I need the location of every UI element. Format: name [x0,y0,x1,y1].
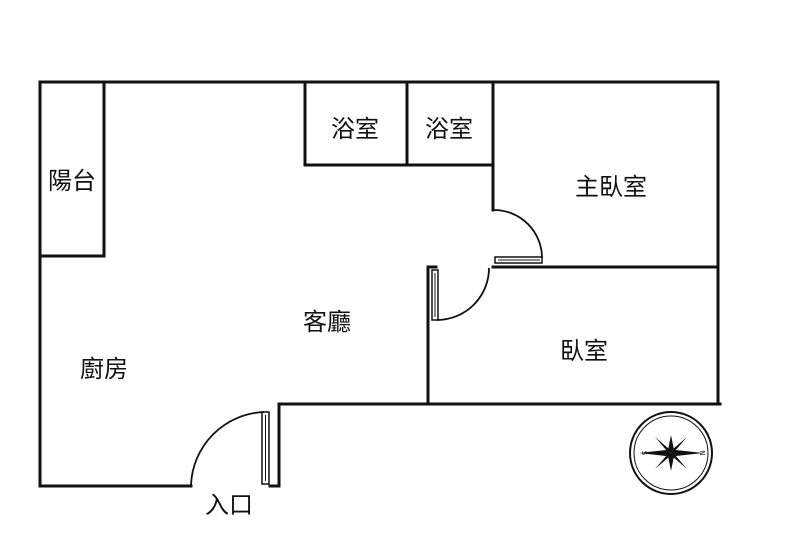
compass-north-label: N [698,450,706,455]
room-label-bedroom: 臥室 [560,337,608,365]
room-label-balcony: 陽台 [48,167,96,195]
door-bedroom [431,267,490,321]
compass-south-label: S [640,451,648,456]
room-label-kitchen: 廚房 [80,355,128,383]
room-label-bathroom-2: 浴室 [425,115,473,143]
compass-icon: S N [629,411,713,495]
room-label-bathroom-1: 浴室 [331,115,379,143]
door-entrance [190,411,270,486]
door-master-bedroom [493,209,543,264]
room-label-living-room: 客廳 [303,308,351,336]
entrance-label: 入口 [205,491,253,519]
room-label-master-bedroom: 主臥室 [575,173,647,201]
walls [38,80,722,488]
